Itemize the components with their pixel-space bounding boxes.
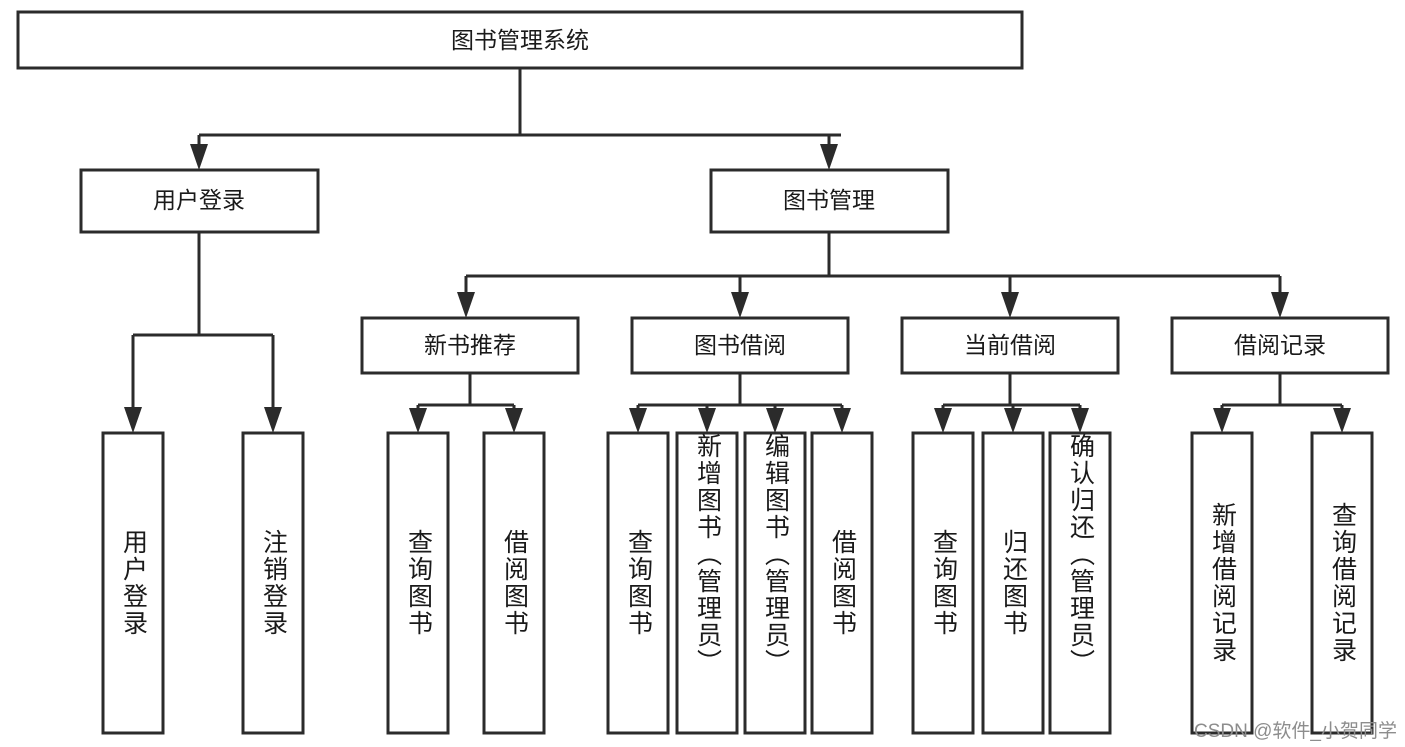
connector-current-to-leaves (934, 373, 1089, 433)
leaf-rect-add-book-admin (675, 431, 739, 735)
node-root[interactable]: 图书管理系统 (16, 10, 1024, 70)
node-root-label: 图书管理系统 (451, 27, 589, 53)
connector-records-to-leaves (1213, 373, 1351, 433)
leaf-rect-user-login (101, 431, 165, 735)
leaf-rects (101, 431, 1374, 735)
connector-userlogin-to-leaves (124, 232, 282, 433)
connector-newbook-to-leaves (409, 373, 523, 433)
leaf-rect-query-record (1310, 431, 1374, 735)
leaf-rect-return-book (981, 431, 1045, 735)
node-borrow-records[interactable]: 借阅记录 (1170, 316, 1390, 375)
node-new-book-recommend-label: 新书推荐 (424, 332, 516, 358)
leaf-rect-borrow-book-b (810, 431, 874, 735)
leaf-rect-logout (241, 431, 305, 735)
leaf-rect-edit-book-admin (743, 431, 807, 735)
leaf-rect-query-book-b (606, 431, 670, 735)
node-book-borrow-label: 图书借阅 (694, 332, 786, 358)
node-book-management-label: 图书管理 (783, 187, 875, 213)
leaf-rect-query-book-a (386, 431, 450, 735)
node-user-login-label: 用户登录 (153, 187, 245, 213)
connector-bookmgmt-to-level3 (457, 232, 1289, 318)
node-book-management[interactable]: 图书管理 (709, 168, 950, 234)
node-current-borrow[interactable]: 当前借阅 (900, 316, 1120, 375)
node-new-book-recommend[interactable]: 新书推荐 (360, 316, 580, 375)
leaf-rect-add-record (1190, 431, 1254, 735)
node-book-borrow[interactable]: 图书借阅 (630, 316, 850, 375)
node-current-borrow-label: 当前借阅 (964, 332, 1056, 358)
node-borrow-records-label: 借阅记录 (1234, 332, 1326, 358)
connector-root-to-level2 (190, 68, 841, 170)
leaf-rect-query-book-c (911, 431, 975, 735)
leaf-rect-confirm-return-admin (1048, 431, 1112, 735)
connector-borrow-to-leaves (629, 373, 851, 433)
leaf-rect-borrow-book-a (482, 431, 546, 735)
node-user-login[interactable]: 用户登录 (79, 168, 320, 234)
